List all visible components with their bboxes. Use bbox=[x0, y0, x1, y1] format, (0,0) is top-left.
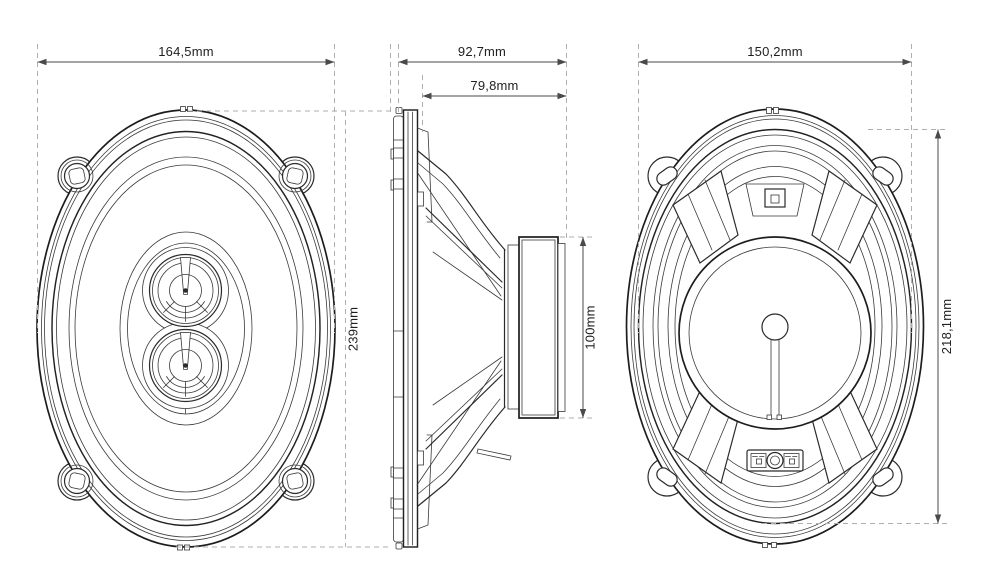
rear-view bbox=[625, 107, 925, 548]
side-overall-depth-label: 92,7mm bbox=[458, 44, 506, 59]
side-magnet-assembly bbox=[507, 236, 566, 419]
side-terminal-tab bbox=[476, 448, 512, 461]
dim-front-height: 239mm bbox=[345, 111, 361, 547]
front-gasket-ring bbox=[51, 130, 321, 527]
rear-magnet bbox=[678, 236, 872, 430]
side-view bbox=[390, 107, 566, 550]
rear-width-label: 150,2mm bbox=[747, 44, 803, 59]
front-height-label: 239mm bbox=[346, 307, 361, 351]
front-screw-holes bbox=[60, 159, 312, 498]
dim-rear-height: 218,1mm bbox=[934, 129, 954, 524]
side-mounting-flange bbox=[402, 109, 419, 548]
dim-front-width: 164,5mm bbox=[37, 44, 335, 66]
dim-side-mounting-depth: 79,8mm bbox=[422, 78, 567, 100]
front-coaxial-drivers bbox=[142, 247, 229, 409]
front-lower-driver bbox=[148, 328, 223, 403]
side-mounting-depth-label: 79,8mm bbox=[470, 78, 518, 93]
dimensions: 164,5mm 239mm 92,7mm 79,8mm 100mm 150,2m… bbox=[37, 44, 954, 548]
dim-side-magnet-height: 100mm bbox=[579, 237, 598, 418]
rear-screw-slots bbox=[656, 166, 894, 487]
front-view bbox=[36, 106, 336, 551]
front-width-label: 164,5mm bbox=[158, 44, 214, 59]
rear-height-label: 218,1mm bbox=[939, 299, 954, 355]
rear-terminal-block bbox=[746, 449, 804, 472]
side-magnet-height-label: 100mm bbox=[583, 305, 598, 349]
dim-rear-width: 150,2mm bbox=[638, 44, 912, 66]
front-upper-driver bbox=[148, 253, 223, 328]
rear-vent-hole bbox=[761, 313, 789, 341]
rear-basket-spokes bbox=[672, 170, 878, 484]
side-basket-profile bbox=[416, 150, 506, 507]
side-magnet bbox=[518, 236, 559, 419]
dim-side-overall-depth: 92,7mm bbox=[398, 44, 567, 66]
